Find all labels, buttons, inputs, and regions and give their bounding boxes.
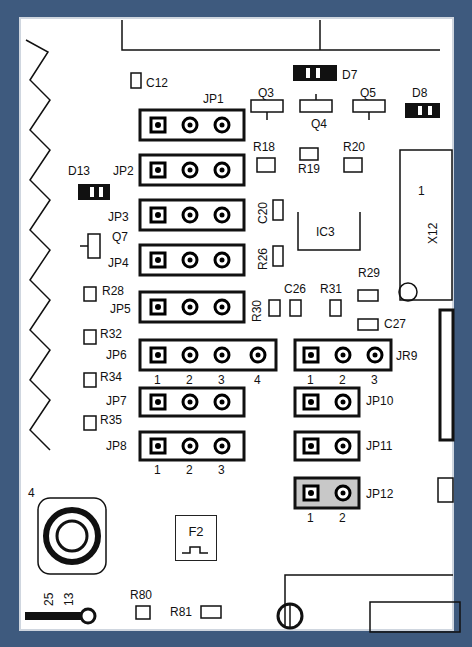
part-label: IC3 [316, 225, 335, 239]
part-label: C26 [284, 282, 306, 296]
part-label: R26 [256, 248, 270, 270]
part-label: Q4 [311, 117, 327, 131]
part-label: R29 [358, 266, 380, 280]
part-label: X12 [426, 223, 440, 244]
pin-number: 1 [154, 463, 161, 477]
pin-number: 4 [28, 486, 35, 500]
part-label: Q3 [258, 86, 274, 100]
pin-number: 3 [218, 373, 225, 387]
pin-number: 4 [254, 373, 261, 387]
part-label: JP12 [366, 487, 393, 501]
pin-number: 1 [418, 184, 425, 198]
part-label: JP11 [366, 439, 392, 453]
part-label: JP4 [108, 256, 129, 270]
part-label: R28 [102, 284, 124, 298]
pin-number: 1 [154, 373, 161, 387]
fuse-outline: F2 [175, 515, 217, 561]
part-label: R35 [100, 413, 122, 427]
pin-number: 2 [339, 511, 346, 525]
pin-number: 25 [42, 593, 56, 606]
part-label: JP1 [203, 92, 224, 106]
part-label: JP7 [106, 394, 127, 408]
pin-number: 1 [307, 511, 314, 525]
part-label: JP3 [108, 210, 129, 224]
part-label: JP6 [106, 348, 127, 362]
part-label: R32 [100, 327, 122, 341]
part-label: R20 [343, 140, 365, 154]
part-label: R34 [100, 370, 122, 384]
part-label: C12 [146, 76, 168, 90]
part-label: R19 [298, 162, 320, 176]
part-label: R18 [253, 140, 275, 154]
part-label: R81 [170, 605, 192, 619]
part-label: R31 [320, 282, 342, 296]
part-label: D8 [412, 86, 427, 100]
part-label: D7 [342, 68, 357, 82]
part-label: JP2 [113, 164, 134, 178]
part-label: JP5 [110, 302, 131, 316]
pin-number: 2 [339, 373, 346, 387]
pin-number: 3 [371, 373, 378, 387]
part-label: C27 [384, 317, 406, 331]
part-label: D13 [68, 164, 90, 178]
part-label: F2 [176, 524, 216, 539]
part-label: R80 [130, 588, 152, 602]
pin-number: 13 [62, 593, 76, 606]
part-label: Q7 [112, 230, 128, 244]
part-label: JP10 [366, 394, 393, 408]
part-label: JR9 [396, 349, 417, 363]
pin-number: 2 [186, 463, 193, 477]
pin-number: 3 [218, 463, 225, 477]
part-label: R30 [250, 300, 264, 322]
pin-number: 2 [186, 373, 193, 387]
part-label: Q5 [360, 86, 376, 100]
pin-number: 1 [307, 373, 314, 387]
part-label: C20 [256, 202, 270, 224]
part-label: JP8 [106, 439, 127, 453]
